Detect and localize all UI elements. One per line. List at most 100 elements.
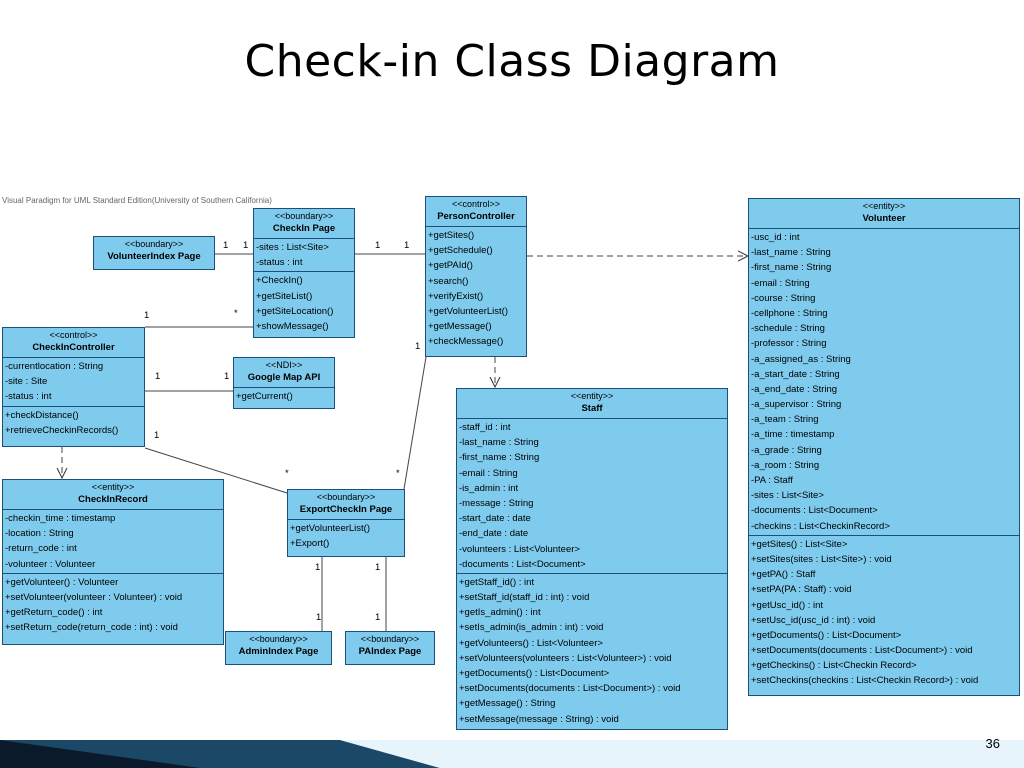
class-member: -documents : List<Document> [459, 558, 586, 570]
class-member: +getCheckins() : List<Checkin Record> [751, 660, 917, 672]
class-member: +getMessage() : String [459, 698, 556, 710]
class-header: <<control>>PersonController [426, 197, 526, 227]
class-member: +getSites() : List<Site> [751, 538, 848, 550]
class-member: +setIs_admin(is_admin : int) : void [459, 622, 604, 634]
class-name: CheckInRecord [78, 494, 148, 505]
class-volunteer-index-page[interactable]: <<boundary>> VolunteerIndex Page [93, 236, 215, 270]
class-member: -checkin_time : timestamp [5, 513, 116, 524]
class-member: -status : int [5, 391, 52, 403]
class-member: -sites : List<Site> [751, 490, 824, 502]
class-member: +getStaff_id() : int [459, 576, 535, 588]
multiplicity-label: * [285, 468, 289, 479]
stereotype: <<NDI>> [265, 360, 303, 370]
class-member: -professor : String [751, 338, 827, 350]
class-checkin-record[interactable]: <<entity>> CheckInRecord -checkin_time : … [2, 479, 224, 645]
class-member: -email : String [459, 467, 518, 479]
stereotype: <<entity>> [570, 391, 614, 401]
class-header: <<entity>> Staff [457, 389, 727, 419]
class-header: <<entity>> CheckInRecord [3, 480, 223, 510]
operations-section: +getVolunteer() : Volunteer+setVolunteer… [3, 574, 223, 637]
multiplicity-label: 1 [155, 371, 161, 382]
class-name: VolunteerIndex Page [107, 251, 201, 262]
class-member: +getUsc_id() : int [751, 599, 824, 611]
multiplicity-label: 1 [415, 341, 421, 352]
class-member: -a_time : timestamp [751, 429, 835, 441]
class-name: ExportCheckIn Page [299, 504, 393, 515]
multiplicity-label: 1 [375, 240, 381, 251]
class-header: <<NDI>>Google Map API [234, 358, 334, 388]
class-person-controller[interactable]: <<control>>PersonController +getSites()+… [425, 196, 527, 357]
stereotype: <<boundary>> [274, 211, 334, 221]
class-member: -email : String [751, 277, 810, 289]
attributes-section: -currentlocation : String-site : Site-st… [3, 358, 144, 407]
class-member: -return_code : int [5, 543, 77, 555]
watermark: Visual Paradigm for UML Standard Edition… [2, 196, 272, 205]
class-member: +setCheckins(checkins : List<Checkin Rec… [751, 675, 979, 687]
stereotype: <<entity>> [91, 482, 135, 492]
class-export-checkin-page[interactable]: <<boundary>> ExportCheckIn Page +getVolun… [287, 489, 405, 557]
operations-section: +getStaff_id() : int+setStaff_id(staff_i… [457, 574, 727, 728]
class-checkin-controller[interactable]: <<control>>CheckInController -currentloc… [2, 327, 145, 447]
class-member: +verifyExist() [428, 290, 484, 302]
class-volunteer[interactable]: <<entity>>Volunteer -usc_id : int-last_n… [748, 198, 1020, 696]
class-member: -status : int [256, 257, 303, 269]
class-member: +getSiteList() [256, 290, 313, 302]
class-member: +getReturn_code() : int [5, 607, 103, 619]
class-member: -staff_id : int [459, 422, 511, 433]
class-member: -a_grade : String [751, 444, 822, 456]
multiplicity-label: 1 [144, 310, 150, 321]
operations-section: +getSites() : List<Site> +setSites(sites … [749, 536, 1019, 690]
class-member: +setPA(PA : Staff) : void [751, 584, 852, 596]
class-name: CheckIn Page [272, 223, 336, 234]
class-name: AdminIndex Page [238, 646, 319, 657]
class-staff[interactable]: <<entity>> Staff -staff_id : int -last_nam… [456, 388, 728, 730]
class-member: +Export() [290, 538, 330, 550]
class-header: <<boundary>> CheckIn Page [254, 209, 354, 239]
class-member: -schedule : String [751, 323, 825, 335]
class-member: +checkMessage() [428, 336, 504, 348]
class-member: -PA : Staff [751, 475, 793, 486]
footer-dark-stripe [0, 740, 440, 768]
class-member: -documents : List<Document> [751, 505, 878, 517]
class-header: <<boundary>> ExportCheckIn Page [288, 490, 404, 520]
class-google-map-api[interactable]: <<NDI>>Google Map API +getCurrent() [233, 357, 335, 409]
operations-section: +CheckIn()+getSiteList()+getSiteLocation… [254, 272, 354, 335]
class-member: +setDocuments(documents : List<Document>… [459, 683, 681, 695]
stereotype: <<entity>> [862, 201, 906, 211]
class-header: <<boundary>> AdminIndex Page [226, 632, 331, 661]
class-header: <<boundary>> VolunteerIndex Page [94, 237, 214, 266]
class-member: +checkDistance() [5, 409, 79, 421]
stereotype: <<boundary>> [316, 492, 376, 502]
multiplicity-label: 1 [375, 562, 381, 573]
class-member: -volunteers : List<Volunteer> [459, 543, 580, 555]
class-member: -location : String [5, 528, 74, 540]
stereotype: <<boundary>> [249, 634, 308, 644]
class-member: +getSchedule() [428, 245, 493, 257]
class-member: -a_supervisor : String [751, 399, 842, 411]
class-member: -a_team : String [751, 414, 819, 426]
class-admin-index-page[interactable]: <<boundary>> AdminIndex Page [225, 631, 332, 665]
class-member: +getSiteLocation() [256, 305, 334, 317]
class-pa-index-page[interactable]: <<boundary>> PAIndex Page [345, 631, 435, 665]
class-member: +setReturn_code(return_code : int) : voi… [5, 622, 178, 634]
class-member: -message : String [459, 497, 534, 509]
class-member: +getDocuments() : List<Document> [751, 629, 902, 641]
connector-lines [0, 196, 1024, 631]
class-name: PAIndex Page [358, 646, 422, 657]
class-checkin-page[interactable]: <<boundary>>CheckIn Page -sites : List<S… [253, 208, 355, 338]
class-member: -checkins : List<CheckinRecord> [751, 520, 890, 532]
stereotype: <<boundary>> [360, 634, 420, 644]
page-number: 36 [985, 736, 1000, 751]
class-name: Staff [581, 403, 603, 414]
class-member: -a_end_date : String [751, 383, 838, 395]
class-member: +retrieveCheckinRecords() [5, 424, 119, 436]
class-member: +showMessage() [256, 320, 329, 332]
class-member: +setMessage(message : String) : void [459, 713, 619, 725]
class-member: +getMessage() [428, 321, 492, 333]
class-member: -last_name : String [459, 437, 539, 449]
operations-section: +getVolunteerList()+Export() [288, 520, 404, 552]
class-member: +getPAId() [428, 260, 473, 272]
stereotype: <<boundary>> [124, 239, 184, 249]
class-member: +setSites(sites : List<Site>) : void [751, 553, 892, 565]
multiplicity-label: 1 [224, 371, 230, 382]
